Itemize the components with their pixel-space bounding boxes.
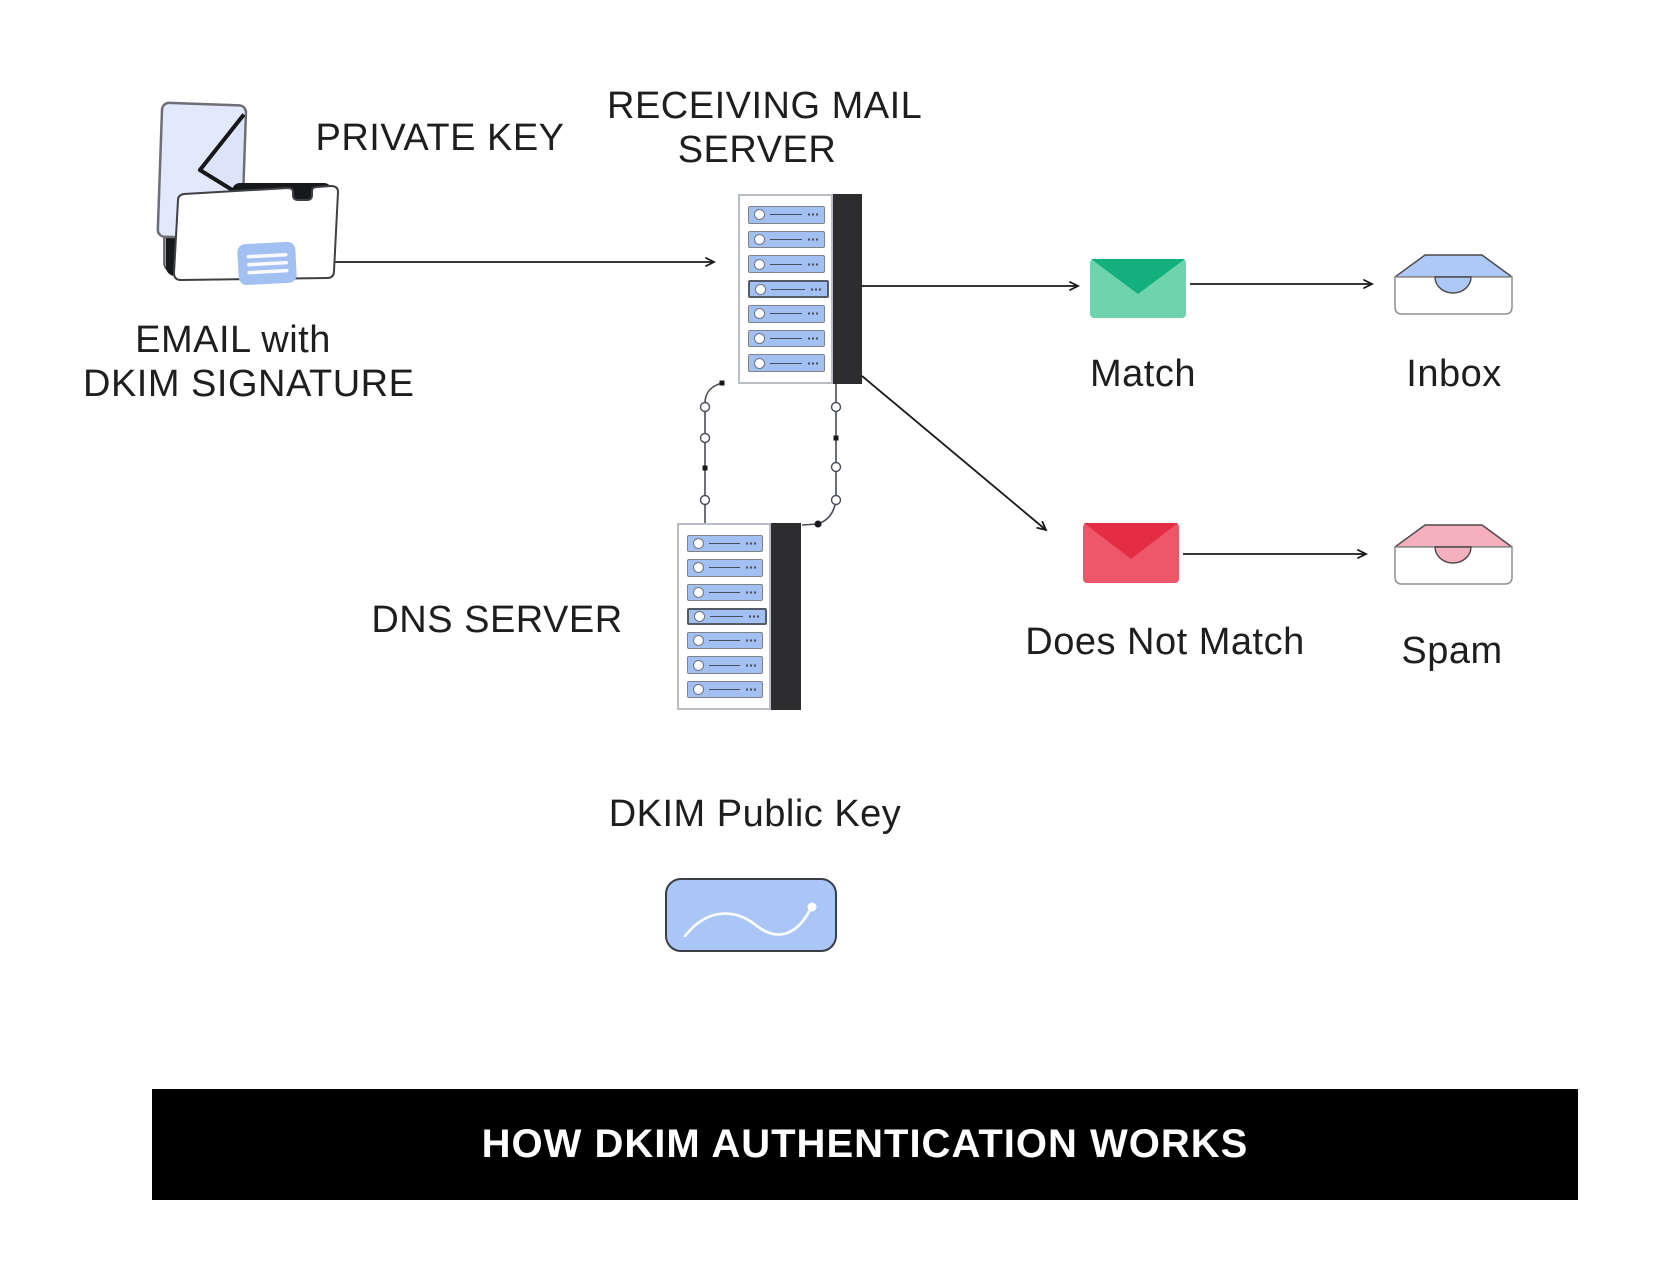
- server-rack: [738, 194, 833, 384]
- server-slot: [748, 206, 825, 224]
- dkim-public-key-icon: [665, 878, 837, 952]
- does-not-match-label: Does Not Match: [1025, 621, 1305, 663]
- server-slot: [687, 535, 763, 553]
- server-slot: [748, 255, 825, 274]
- server-slot: [748, 354, 825, 372]
- email-dkim-signature-label-line1: EMAIL with: [135, 319, 331, 361]
- dkim-public-key-label: DKIM Public Key: [608, 793, 902, 835]
- server-slot-active: [748, 280, 829, 298]
- server-slot: [748, 230, 825, 249]
- server-side-panel: [833, 194, 862, 384]
- email-dkim-signature-label: EMAIL with DKIM SIGNATURE: [83, 318, 415, 406]
- receiving-mail-server-label: RECEIVING MAIL SERVER: [607, 84, 923, 172]
- server-slot: [748, 304, 825, 323]
- server-slot-active: [687, 607, 767, 626]
- page-title: HOW DKIM AUTHENTICATION WORKS: [481, 1122, 1249, 1166]
- server-slot: [748, 329, 825, 348]
- dns-server-label: DNS SERVER: [371, 599, 623, 641]
- receiving-mail-server-icon: [738, 194, 862, 384]
- email-with-signature-icon: [156, 101, 339, 286]
- spam-label: Spam: [1401, 630, 1503, 672]
- match-label: Match: [1090, 353, 1196, 395]
- private-key-label: PRIVATE KEY: [315, 117, 565, 159]
- server-slot: [687, 656, 763, 674]
- server-slot: [687, 583, 763, 601]
- dns-server-icon: [677, 523, 801, 710]
- server-slot: [687, 680, 763, 698]
- server-rack: [677, 523, 771, 710]
- arrow-server-to-mismatch: [861, 375, 1048, 532]
- mismatch-envelope-icon: [1083, 523, 1179, 583]
- dns-query-link: [704, 382, 837, 526]
- match-envelope-icon: [1090, 259, 1186, 318]
- spam-tray-icon: [1394, 524, 1513, 585]
- inbox-label: Inbox: [1406, 353, 1502, 395]
- email-dkim-signature-label-line2: DKIM SIGNATURE: [83, 363, 415, 405]
- dns-link-nodes: [699, 380, 842, 528]
- server-slot: [687, 632, 763, 650]
- inbox-tray-icon: [1394, 254, 1513, 315]
- server-slot: [687, 559, 763, 577]
- receiving-mail-server-label-line2: SERVER: [677, 129, 837, 171]
- title-banner: HOW DKIM AUTHENTICATION WORKS: [152, 1089, 1578, 1200]
- server-side-panel: [771, 523, 801, 710]
- receiving-mail-server-label-line1: RECEIVING MAIL: [607, 85, 923, 127]
